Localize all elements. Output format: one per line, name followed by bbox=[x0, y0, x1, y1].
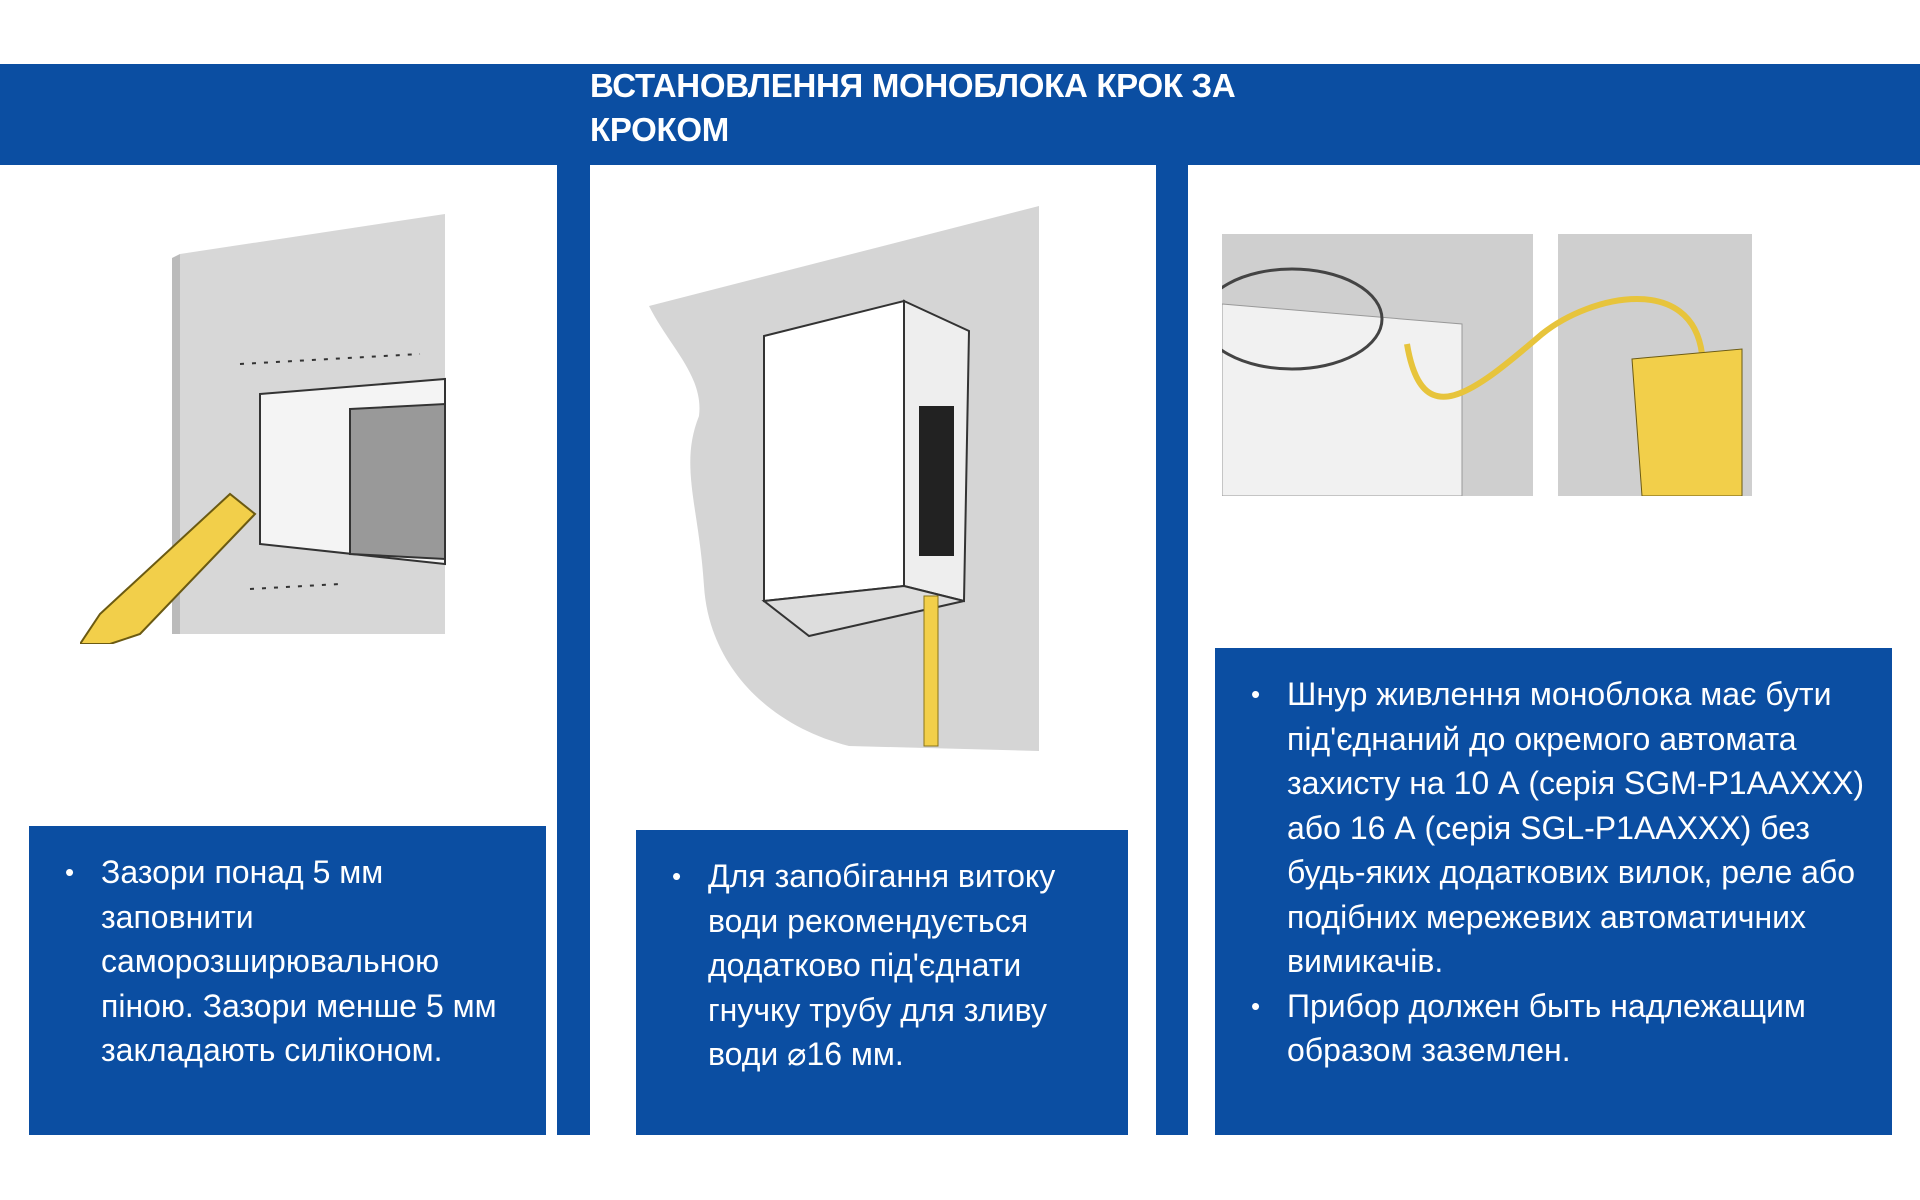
bullet-item: Зазори понад 5 мм заповнити саморозширюв… bbox=[65, 850, 526, 1073]
step-panel-1: Зазори понад 5 мм заповнити саморозширюв… bbox=[0, 165, 557, 1135]
bullet-item: Прибор должен быть надлежащим образом за… bbox=[1251, 984, 1872, 1073]
bullet-item: Шнур живлення моноблока має бути під'єдн… bbox=[1251, 672, 1872, 984]
step-2-text-box: Для запобігання витоку води рекомендуєть… bbox=[636, 830, 1128, 1135]
step-3-text-box: Шнур живлення моноблока має бути під'єдн… bbox=[1215, 648, 1892, 1135]
step-1-text-box: Зазори понад 5 мм заповнити саморозширюв… bbox=[29, 826, 546, 1135]
power-connection-photos bbox=[1222, 234, 1752, 496]
bullet-item: Для запобігання витоку води рекомендуєть… bbox=[672, 854, 1108, 1077]
drain-pipe-illustration bbox=[649, 206, 1039, 751]
page-title: ВСТАНОВЛЕННЯ МОНОБЛОКА КРОК ЗА КРОКОМ bbox=[590, 67, 1236, 148]
step-panel-3: Шнур живлення моноблока має бути під'єдн… bbox=[1188, 165, 1920, 1135]
step-panel-2: Для запобігання витоку води рекомендуєть… bbox=[590, 165, 1156, 1135]
sealing-gaps-illustration bbox=[80, 214, 446, 644]
